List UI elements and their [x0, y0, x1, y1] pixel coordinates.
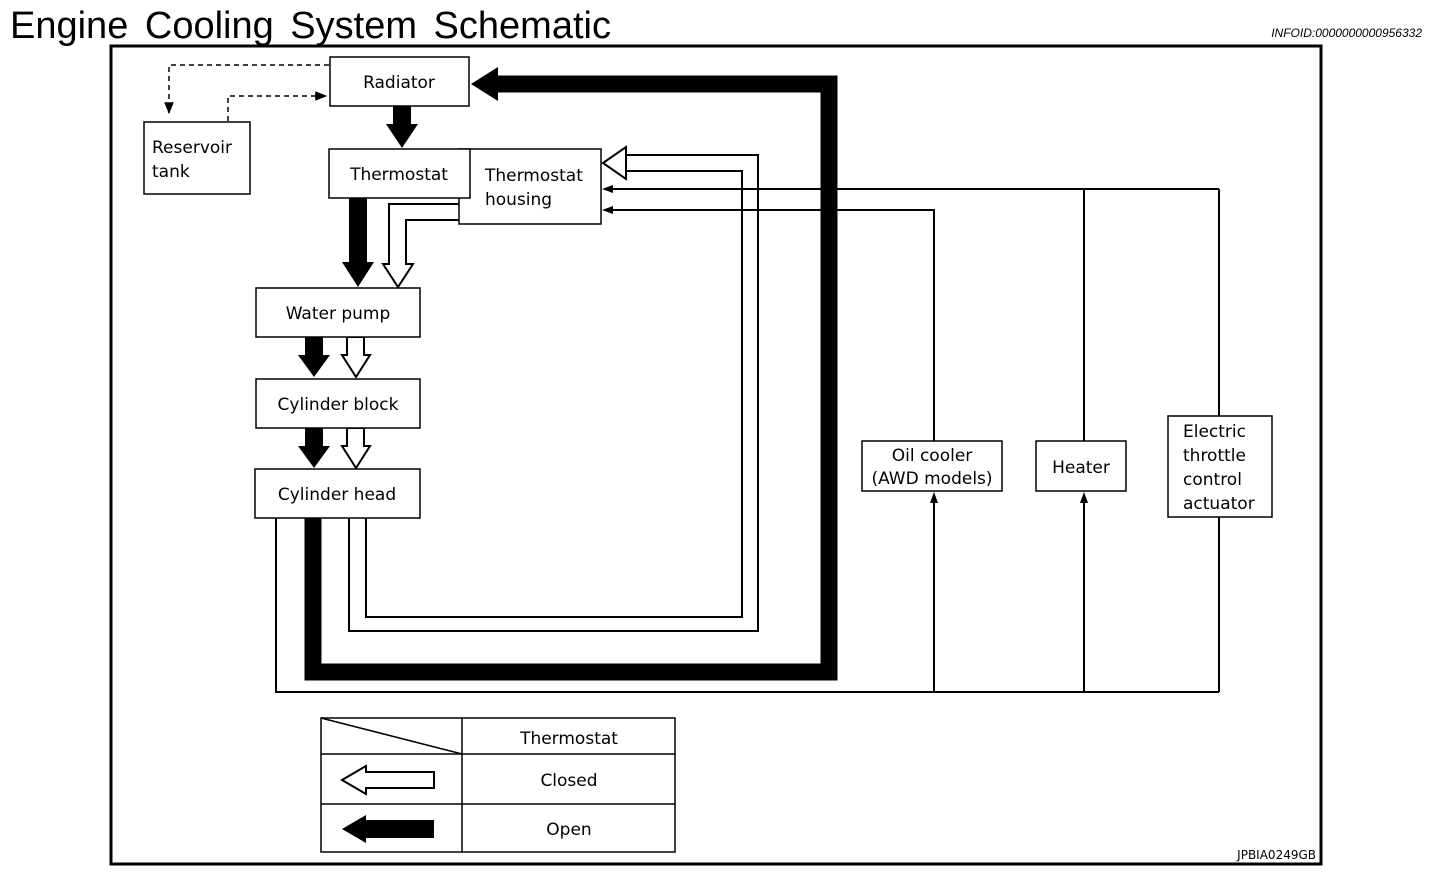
legend-corner-diagonal	[320, 717, 463, 755]
oil-cooler-supply-arrowhead	[930, 492, 938, 503]
oil-cooler-return	[612, 209, 935, 441]
pump-open-arrowhead	[298, 355, 330, 377]
reservoir-tank-label-line2: tank	[152, 162, 190, 182]
radiator-outlet-shaft	[393, 106, 411, 124]
diagram-frame	[109, 44, 1323, 866]
cylinder-head-label: Cylinder head	[278, 485, 396, 505]
pump-open-shaft	[305, 337, 323, 355]
housing-bypass-arrow	[381, 203, 461, 289]
throttle-actuator-label-line1: Electric	[1183, 422, 1246, 442]
legend-header: Thermostat	[519, 729, 618, 749]
radiator-label: Radiator	[363, 73, 435, 93]
cylinder-block-label: Cylinder block	[278, 395, 399, 415]
heater-supply-arrowhead	[1080, 492, 1088, 503]
aux-supply-line	[275, 518, 1219, 693]
thermostat-outlet-shaft	[349, 198, 367, 262]
figure-code: JPBIA0249GB	[1236, 848, 1316, 862]
oil-cooler-box: Oil cooler (AWD models)	[861, 440, 1003, 492]
legend-closed-arrow	[340, 764, 435, 796]
oil-cooler-label-line2: (AWD models)	[871, 469, 992, 489]
legend-closed-label: Closed	[540, 771, 597, 791]
info-id: INFOID:0000000000956332	[1271, 26, 1422, 40]
throttle-actuator-label-line3: control	[1183, 470, 1242, 490]
water-pump-box: Water pump	[255, 287, 421, 338]
thermostat-housing-box: Thermostat housing	[458, 148, 602, 225]
radiator-inlet-arrowhead	[471, 67, 498, 101]
throttle-actuator-label-line2: throttle	[1183, 446, 1246, 466]
oil-cooler-return-arrowhead	[602, 206, 613, 214]
block-open-arrowhead	[298, 446, 330, 468]
radiator-box: Radiator	[329, 56, 470, 107]
page-title: Engine Cooling System Schematic	[10, 5, 611, 47]
thermostat-outlet-arrowhead	[342, 262, 374, 287]
block-closed-arrow	[340, 427, 372, 470]
throttle-actuator-label-line4: actuator	[1183, 494, 1255, 514]
oil-cooler-label-line1: Oil cooler	[892, 446, 973, 466]
reservoir-tank-box: Reservoir tank	[143, 121, 251, 195]
open-flow-path	[304, 75, 838, 681]
legend-open-label: Open	[546, 820, 591, 840]
pump-closed-arrow	[340, 336, 372, 379]
thermostat-housing-label-line2: housing	[485, 190, 552, 210]
legend-table: Thermostat Closed Open	[320, 717, 676, 853]
reservoir-return-line	[227, 91, 328, 121]
closed-flow-path	[348, 154, 759, 632]
cylinder-head-box: Cylinder head	[254, 468, 421, 519]
water-pump-label: Water pump	[286, 304, 391, 324]
heater-box: Heater	[1035, 440, 1127, 492]
heater-return-arrowhead	[602, 185, 613, 193]
throttle-actuator-box: Electric throttle control actuator	[1167, 415, 1273, 518]
legend-open-arrow	[342, 815, 434, 843]
closed-flow-path-inner	[365, 170, 743, 618]
housing-inlet-arrowhead	[601, 145, 627, 181]
thermostat-label: Thermostat	[349, 165, 448, 185]
reservoir-overflow-line	[164, 64, 329, 115]
thermostat-box: Thermostat	[328, 148, 471, 199]
radiator-outlet-arrowhead	[386, 124, 418, 148]
reservoir-tank-label-line1: Reservoir	[152, 138, 232, 158]
heater-throttle-return	[612, 188, 1085, 441]
heater-label: Heater	[1052, 458, 1110, 478]
block-open-shaft	[305, 428, 323, 446]
cylinder-block-box: Cylinder block	[255, 378, 421, 429]
thermostat-housing-label-line1: Thermostat	[484, 166, 583, 186]
